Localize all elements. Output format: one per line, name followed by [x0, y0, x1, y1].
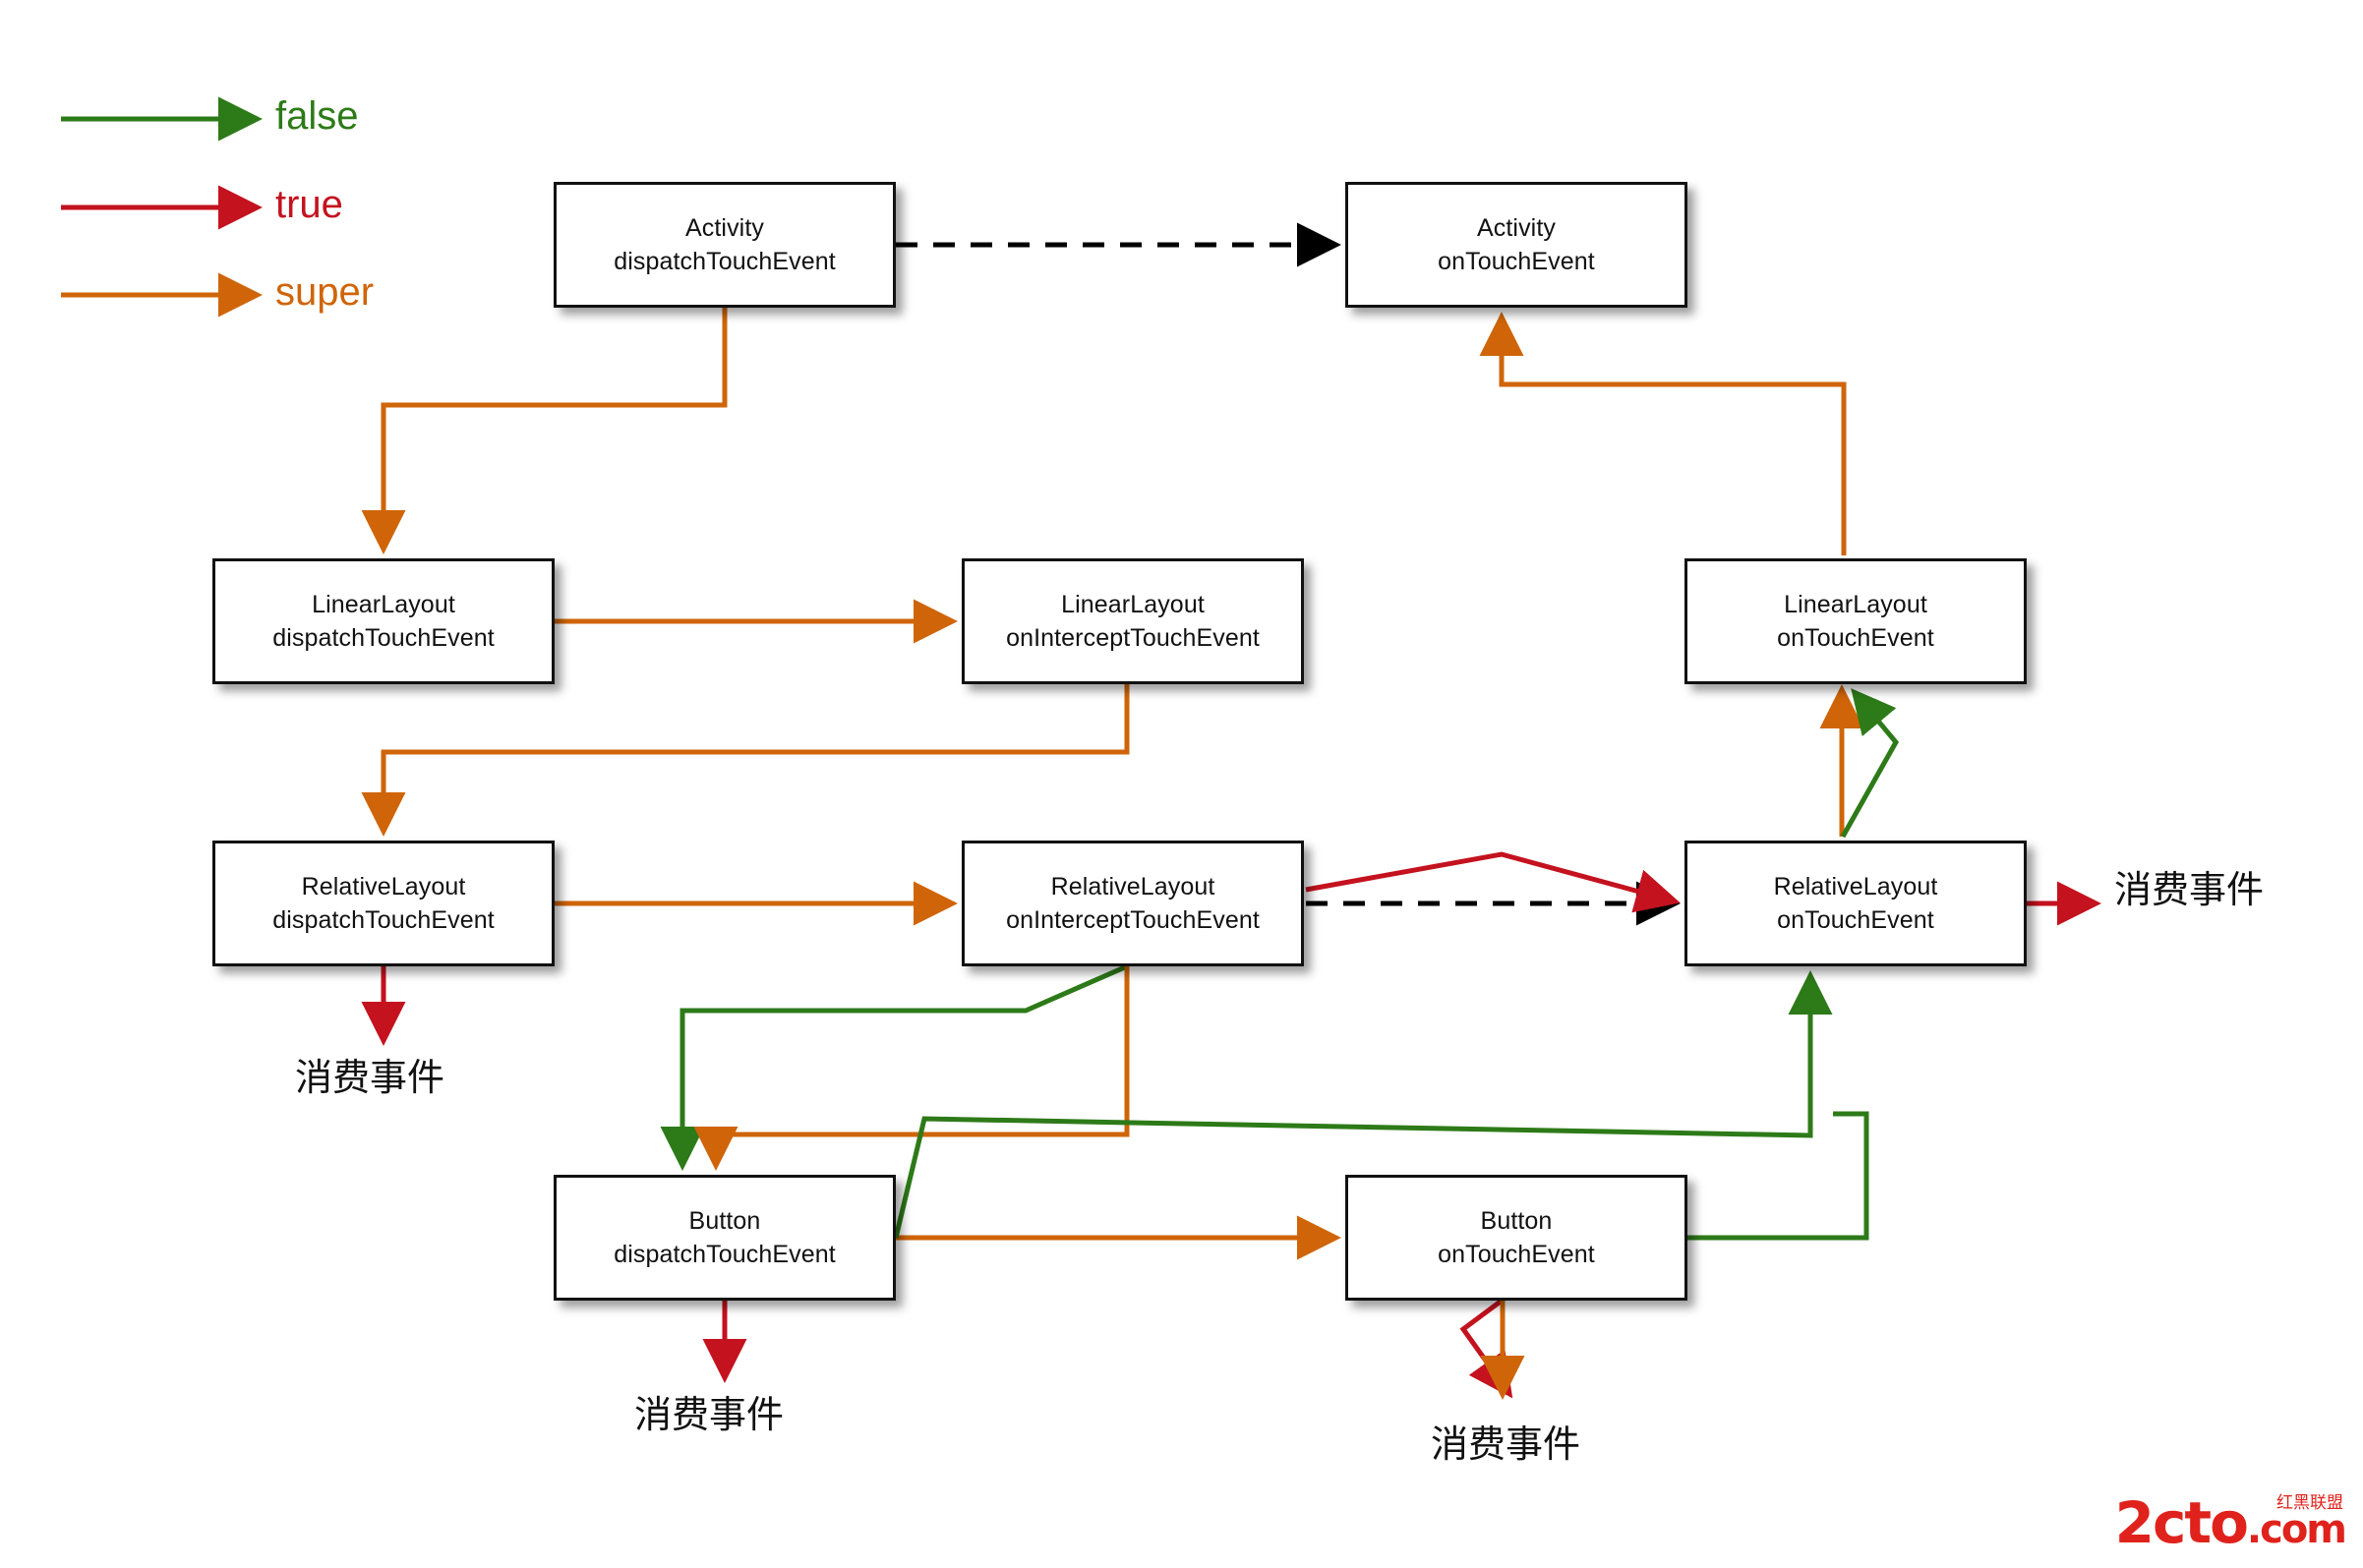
node-line-1: Button [1480, 1207, 1553, 1235]
node-line-1: Activity [685, 214, 764, 242]
watermark-domain: .com [2246, 1507, 2347, 1552]
node-linearlayout-dispatch[interactable]: LinearLayout dispatchTouchEvent [212, 558, 555, 684]
node-line-1: RelativeLayout [1773, 873, 1938, 900]
node-line-1: RelativeLayout [301, 873, 466, 900]
node-line-1: LinearLayout [312, 591, 455, 618]
node-relativelayout-dispatch[interactable]: RelativeLayout dispatchTouchEvent [212, 841, 555, 966]
node-relativelayout-ontouch[interactable]: RelativeLayout onTouchEvent [1684, 841, 2027, 966]
legend-label-false: false [275, 94, 359, 138]
watermark-name: 2cto [2114, 1489, 2249, 1556]
node-linearlayout-intercept[interactable]: LinearLayout onInterceptTouchEvent [962, 558, 1304, 684]
terminal-consume-relativelayout-ontouch: 消费事件 [2114, 868, 2265, 911]
edge-activity-dispatch-to-linearlayout-dispatch [361, 308, 728, 555]
node-line-2: dispatchTouchEvent [614, 248, 836, 275]
node-button-dispatch[interactable]: Button dispatchTouchEvent [554, 1175, 896, 1301]
node-activity-ontouch[interactable]: Activity onTouchEvent [1345, 182, 1687, 308]
node-line-1: Button [688, 1207, 761, 1235]
node-activity-dispatch[interactable]: Activity dispatchTouchEvent [554, 182, 896, 308]
edge-relativelayout-intercept-true-to-ontouch [1305, 851, 1681, 913]
edge-linearlayout-intercept-to-relativelayout-dispatch [361, 684, 1130, 838]
terminal-consume-button-ontouch: 消费事件 [1431, 1423, 1581, 1466]
node-line-2: onTouchEvent [1438, 1241, 1595, 1268]
node-line-2: onTouchEvent [1777, 906, 1934, 934]
node-line-1: LinearLayout [1061, 591, 1205, 618]
node-line-2: dispatchTouchEvent [614, 1241, 836, 1268]
node-line-1: LinearLayout [1784, 591, 1927, 618]
node-relativelayout-intercept[interactable]: RelativeLayout onInterceptTouchEvent [962, 841, 1304, 966]
node-line-2: onInterceptTouchEvent [1006, 906, 1260, 934]
edge-relativelayout-ontouch-false-to-linearlayout-ontouch [1840, 688, 1900, 839]
site-watermark: 2cto.com 红黑联盟 [2115, 1493, 2347, 1558]
edge-linearlayout-ontouch-to-activity-ontouch [1479, 311, 1847, 555]
watermark-cn-text: 红黑联盟 [2276, 1493, 2343, 1513]
node-line-2: onTouchEvent [1777, 624, 1934, 652]
node-line-2: onInterceptTouchEvent [1006, 624, 1260, 652]
node-line-2: dispatchTouchEvent [272, 624, 495, 652]
legend-label-true: true [275, 183, 343, 226]
node-line-1: RelativeLayout [1050, 873, 1215, 900]
node-button-ontouch[interactable]: Button onTouchEvent [1345, 1175, 1687, 1301]
edge-button-ontouch-false-to-relativelayout-ontouch [1687, 1111, 1869, 1241]
node-line-2: dispatchTouchEvent [272, 906, 495, 934]
terminal-consume-relativelayout-dispatch: 消费事件 [295, 1056, 445, 1099]
legend-label-super: super [275, 270, 375, 314]
node-line-1: Activity [1477, 214, 1556, 242]
edge-relativelayout-intercept-false-to-button-dispatch [660, 963, 1129, 1172]
edge-button-dispatch-false-to-relativelayout-ontouch [893, 969, 1833, 1239]
node-linearlayout-ontouch[interactable]: LinearLayout onTouchEvent [1684, 558, 2027, 684]
terminal-consume-button-dispatch: 消费事件 [634, 1393, 785, 1436]
node-line-2: onTouchEvent [1438, 248, 1595, 275]
